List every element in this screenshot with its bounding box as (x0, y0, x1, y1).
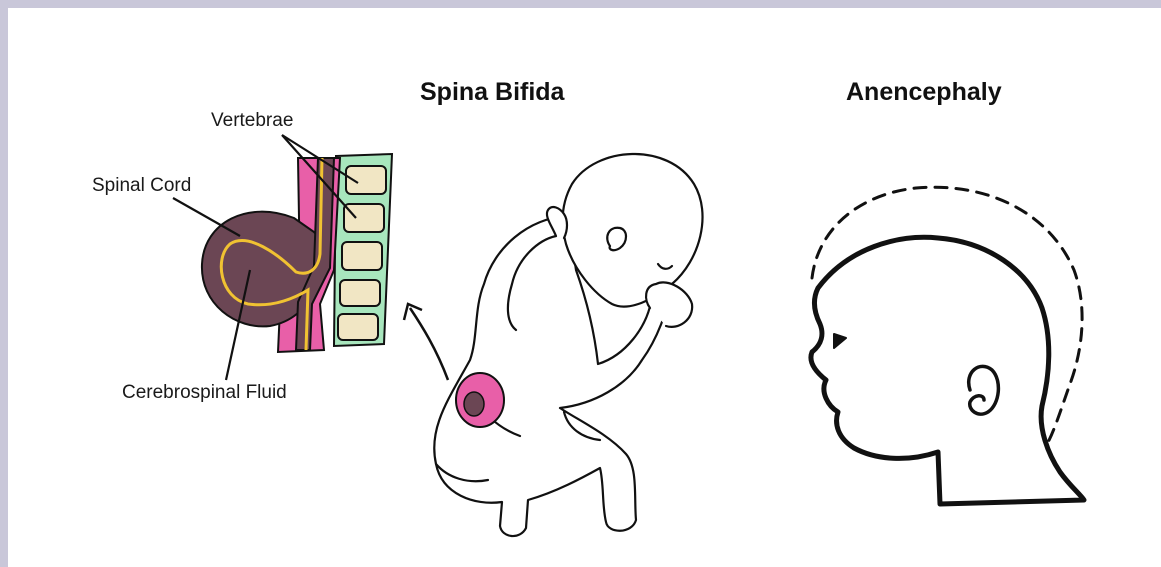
anencephaly-head (811, 187, 1084, 504)
illustration-svg (8, 8, 1161, 567)
figure-canvas: Spina Bifida Anencephaly Vertebrae Spina… (8, 8, 1161, 567)
pointer-arrow (404, 304, 448, 380)
eye-mark (834, 334, 846, 348)
back-lesion (456, 373, 504, 427)
baby-figure (434, 154, 702, 536)
spine-cross-section (173, 135, 392, 380)
ear-mark (969, 366, 999, 414)
head-profile (811, 237, 1084, 504)
